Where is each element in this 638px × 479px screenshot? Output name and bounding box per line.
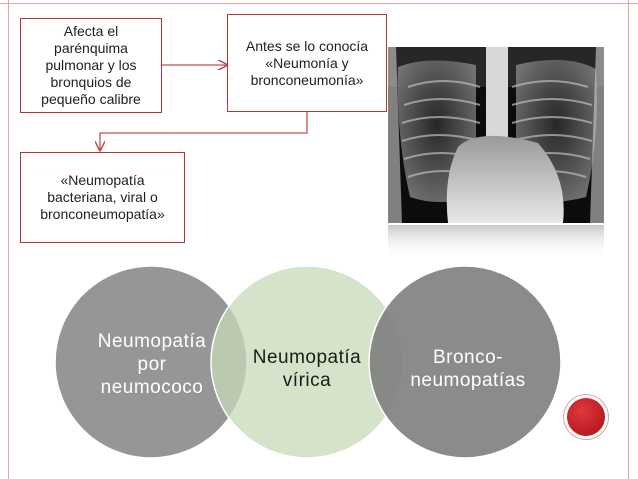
frame-line-left [8,0,9,479]
chest-xray-image [388,47,604,223]
frame-line-top [0,3,638,4]
venn-label-middle: Neumopatía vírica [252,347,362,391]
chest-xray-reflection [388,225,604,259]
venn-label-left: Neumopatía por neumococo [97,331,207,398]
arrow-top-right-to-bottom-left [100,112,308,150]
venn-label-right: Bronco- neumopatías [410,347,526,391]
frame-line-right [628,0,629,479]
box-neumopatia-bacteriana: «Neumopatía bacteriana, viral o broncone… [20,152,185,243]
box-afecta: Afecta el parénquima pulmonar y los bron… [20,18,162,113]
accent-dot [567,398,605,436]
box-antes-se-conocia: Antes se lo conocía «Neumonía y broncone… [227,14,387,112]
venn-circle-right [368,265,562,459]
